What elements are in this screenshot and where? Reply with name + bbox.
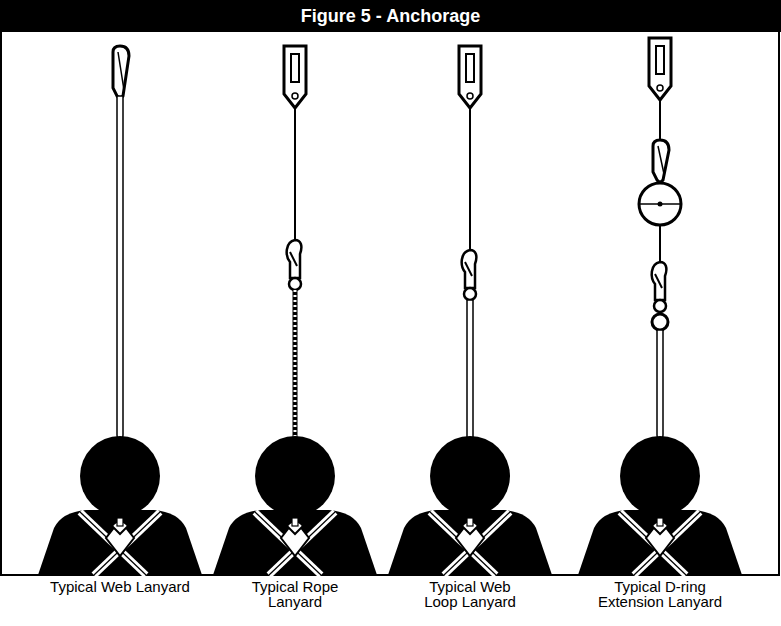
snap-hook bbox=[652, 262, 667, 312]
worker-figure bbox=[578, 436, 742, 575]
title-bar bbox=[0, 0, 781, 32]
anchorage-connector bbox=[284, 46, 306, 108]
figure-caption: Typical D-ring Extension Lanyard bbox=[585, 579, 735, 609]
snap-hook bbox=[462, 250, 477, 300]
web-strap bbox=[117, 96, 123, 460]
cable bbox=[295, 108, 296, 240]
frame bbox=[1, 1, 779, 575]
worker-figure bbox=[213, 436, 377, 575]
snap-hook bbox=[287, 240, 302, 290]
figure-caption: Typical Web Lanyard bbox=[50, 579, 190, 594]
swivel bbox=[652, 314, 668, 330]
cable bbox=[470, 108, 471, 250]
carabiner bbox=[113, 46, 129, 98]
anchorage-connector bbox=[649, 38, 671, 100]
figure-caption: Typical Rope Lanyard bbox=[225, 579, 365, 609]
figure-caption: Typical Web Loop Lanyard bbox=[420, 579, 520, 609]
cable bbox=[660, 100, 661, 140]
carabiner bbox=[653, 140, 669, 182]
retractable-device bbox=[639, 183, 681, 225]
worker-figure bbox=[388, 436, 552, 575]
figure-title: Figure 5 - Anchorage bbox=[0, 0, 781, 32]
worker-figure bbox=[38, 436, 202, 575]
cable bbox=[660, 226, 661, 262]
anchorage-connector bbox=[459, 46, 481, 108]
